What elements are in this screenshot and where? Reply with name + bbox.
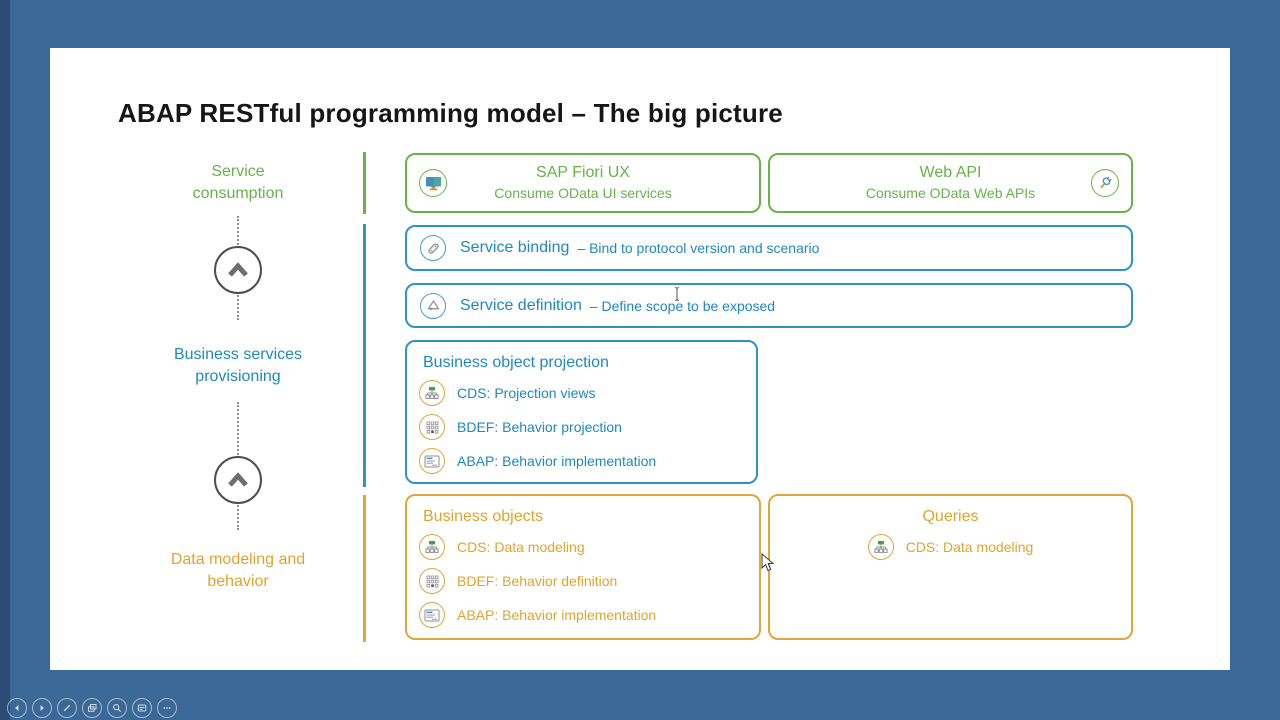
chevron-up-glyph [228, 262, 248, 277]
panel-title: Business objects [423, 508, 544, 525]
cds-hierarchy-icon [867, 534, 894, 560]
magnifier-icon [113, 704, 122, 713]
previous-slide-button[interactable] [7, 698, 27, 718]
binding-link-icon [420, 235, 446, 261]
slide-title: ABAP RESTful programming model – The big… [118, 98, 783, 128]
pen-tools-button[interactable] [57, 698, 77, 718]
subtitles-icon [137, 704, 147, 712]
item-label: CDS: Data modeling [905, 539, 1034, 555]
service-definition-desc: – Define scope to be exposed [589, 297, 776, 314]
separator-data-modeling [363, 495, 366, 642]
plug-icon [1091, 169, 1119, 197]
list-item: CDS: Projection views [419, 380, 756, 406]
list-item: ABAP: Behavior implementation [419, 602, 759, 628]
stage-label-business-services-provisioning: Business services provisioning [173, 346, 303, 385]
item-label: ABAP: Behavior implementation [457, 607, 657, 623]
box-title: Web API [919, 164, 982, 181]
item-label: CDS: Data modeling [457, 539, 585, 555]
service-binding-box: Service binding – Bind to protocol versi… [405, 225, 1133, 271]
subtitles-button[interactable] [132, 698, 152, 718]
panel-title: Business object projection [423, 354, 609, 371]
chevron-up-icon [214, 456, 262, 504]
presentation-slide: ABAP RESTful programming model – The big… [50, 48, 1230, 670]
box-title: SAP Fiori UX [536, 164, 630, 181]
cds-hierarchy-icon [419, 534, 445, 560]
see-all-slides-button[interactable] [82, 698, 102, 718]
bdef-grid-icon [419, 568, 445, 594]
item-label: BDEF: Behavior projection [457, 419, 622, 435]
list-item: BDEF: Behavior definition [419, 568, 759, 594]
list-item: CDS: Data modeling [770, 534, 1131, 560]
previous-icon [15, 705, 19, 711]
bdef-grid-icon [419, 414, 445, 440]
cds-hierarchy-icon [419, 380, 445, 406]
abap-editor-icon [419, 602, 445, 628]
item-label: ABAP: Behavior implementation [457, 453, 657, 469]
separator-business-services [363, 224, 366, 487]
list-item: ABAP: Behavior implementation [419, 448, 756, 474]
panel-title: Queries [922, 508, 979, 525]
slideshow-toolbar [7, 698, 182, 718]
queries-box: Queries CDS: Data modeling [768, 494, 1133, 640]
list-item: CDS: Data modeling [419, 534, 759, 560]
service-binding-desc: – Bind to protocol version and scenario [577, 240, 820, 256]
stage-label-service-consumption: Service consumption [192, 163, 284, 202]
next-slide-button[interactable] [32, 698, 52, 718]
separator-service-consumption [363, 152, 366, 214]
window-edge-strip [0, 0, 10, 720]
business-objects-box: Business objects CDS: Data modeling [405, 494, 761, 640]
box-subtitle: Consume OData UI services [494, 185, 672, 201]
business-object-projection-box: Business object projection CDS: Projecti… [405, 340, 758, 484]
service-definition-title: Service definition [460, 296, 582, 314]
web-api-text: Web API Consume OData Web APIs [770, 162, 1131, 203]
abap-editor-icon [419, 448, 445, 474]
item-label: BDEF: Behavior definition [457, 573, 618, 589]
next-icon [40, 705, 44, 711]
more-options-button[interactable] [157, 698, 177, 718]
stage-label-data-modeling-and-behavior: Data modeling and behavior [170, 551, 306, 590]
list-item: BDEF: Behavior projection [419, 414, 756, 440]
sap-fiori-ux-box: SAP Fiori UX Consume OData UI services [405, 153, 761, 213]
zoom-slide-button[interactable] [107, 698, 127, 718]
box-subtitle: Consume OData Web APIs [865, 185, 1036, 201]
chevron-up-glyph [228, 472, 248, 487]
service-definition-box: Service definition – Define scope to be … [405, 283, 1133, 328]
web-api-box: Web API Consume OData Web APIs [768, 153, 1133, 213]
monitor-icon [419, 169, 447, 197]
service-binding-title: Service binding [460, 239, 570, 256]
sap-fiori-ux-text: SAP Fiori UX Consume OData UI services [407, 162, 759, 203]
slides-stack-icon [87, 704, 96, 712]
chevron-up-icon [214, 246, 262, 294]
ellipsis-icon [163, 707, 171, 709]
definition-scope-icon [420, 292, 446, 319]
pen-icon [63, 704, 71, 712]
item-label: CDS: Projection views [457, 385, 596, 401]
